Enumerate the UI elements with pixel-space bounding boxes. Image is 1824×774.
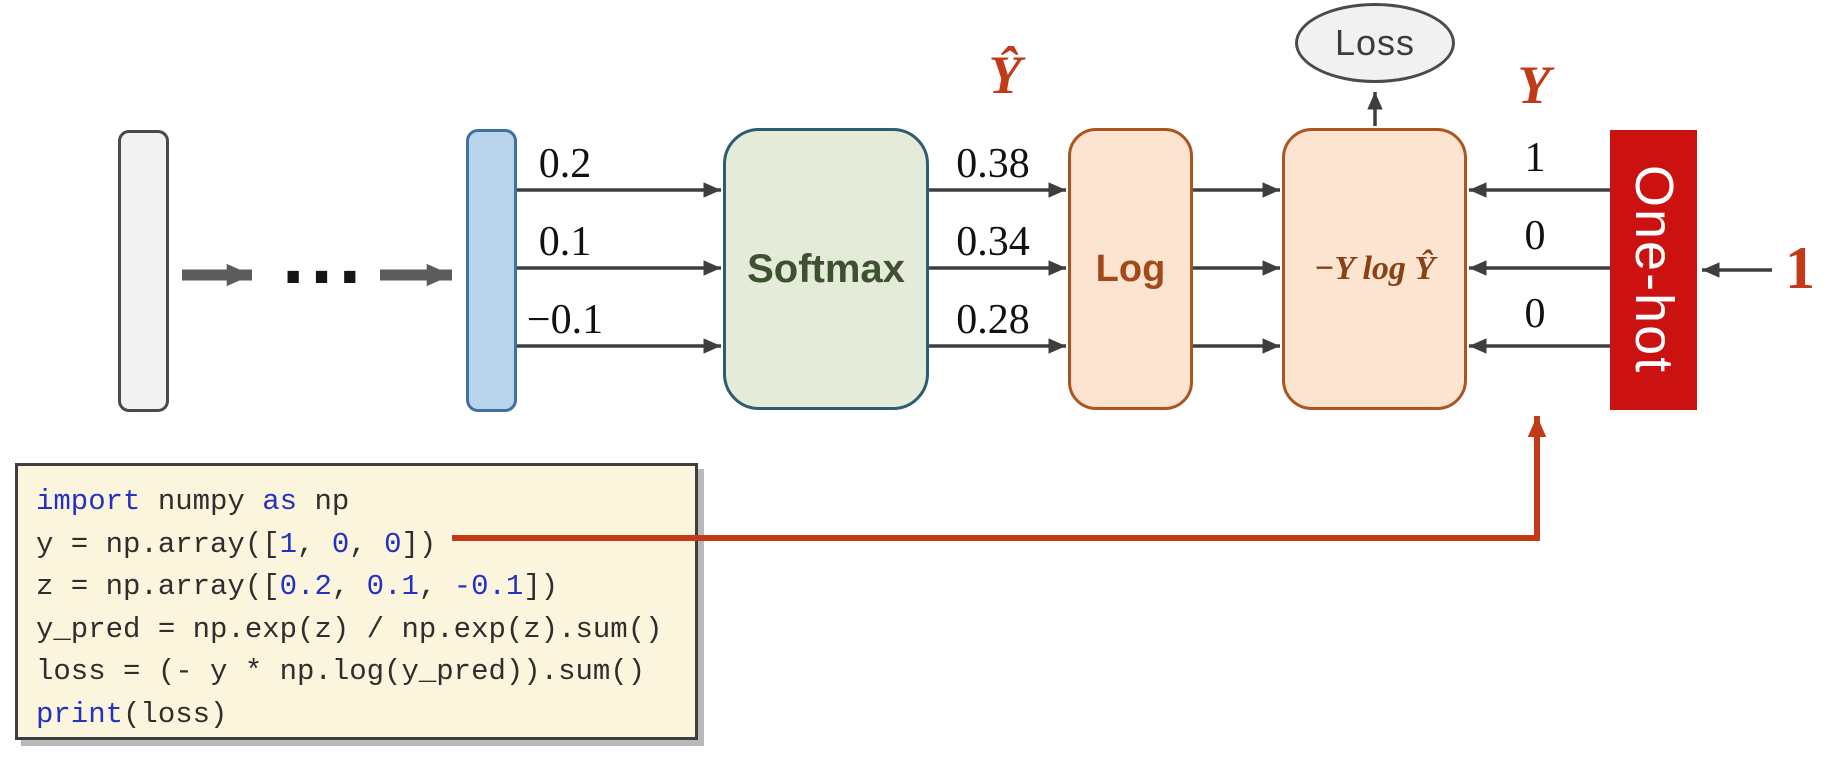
input-vector-bar <box>118 130 169 412</box>
target-value: 0 <box>1524 291 1546 337</box>
softmax-output-value: 0.34 <box>956 219 1030 265</box>
target-value: 1 <box>1524 135 1546 181</box>
loss-node: Loss <box>1295 3 1455 83</box>
code-block: import numpy as np y = np.array([1, 0, 0]… <box>15 463 698 740</box>
log-to-nll-arrows <box>1193 182 1280 354</box>
log-box: Log <box>1068 128 1193 410</box>
logit-value: 0.1 <box>538 219 592 265</box>
logits-vector-bar <box>466 129 517 412</box>
code-line: z = np.array([0.2, 0.1, -0.1]) <box>36 570 559 603</box>
code-line: import numpy as np <box>36 485 350 518</box>
nll-formula: −Y log Ŷ <box>1313 250 1436 287</box>
nll-formula-box: −Y log Ŷ <box>1282 128 1467 410</box>
softmax-box: Softmax <box>723 128 929 410</box>
logit-value: 0.2 <box>538 141 592 187</box>
onehot-box: One-hot <box>1610 130 1697 410</box>
softmax-label: Softmax <box>747 246 905 291</box>
loss-label: Loss <box>1334 22 1416 63</box>
code-line: print(loss) <box>36 697 228 731</box>
y-hat-label: Ŷ <box>988 45 1022 105</box>
code-line: y = np.array([1, 0, 0]) <box>36 527 437 561</box>
code-line: loss = (- y * np.log(y_pred)).sum() <box>36 655 646 688</box>
code-lines: import numpy as np y = np.array([1, 0, 0]… <box>18 466 695 736</box>
class-index-label: 1 <box>1785 235 1815 301</box>
y-label: Y <box>1517 55 1551 115</box>
onehot-label: One-hot <box>1624 165 1684 375</box>
log-label: Log <box>1095 247 1166 290</box>
code-line: y_pred = np.exp(z) / np.exp(z).sum() <box>36 612 663 646</box>
softmax-output-value: 0.28 <box>956 297 1030 343</box>
target-value: 0 <box>1524 213 1546 259</box>
ellipsis-dots: ... <box>281 225 366 299</box>
logit-value: −0.1 <box>526 297 604 343</box>
softmax-output-value: 0.38 <box>956 141 1030 187</box>
